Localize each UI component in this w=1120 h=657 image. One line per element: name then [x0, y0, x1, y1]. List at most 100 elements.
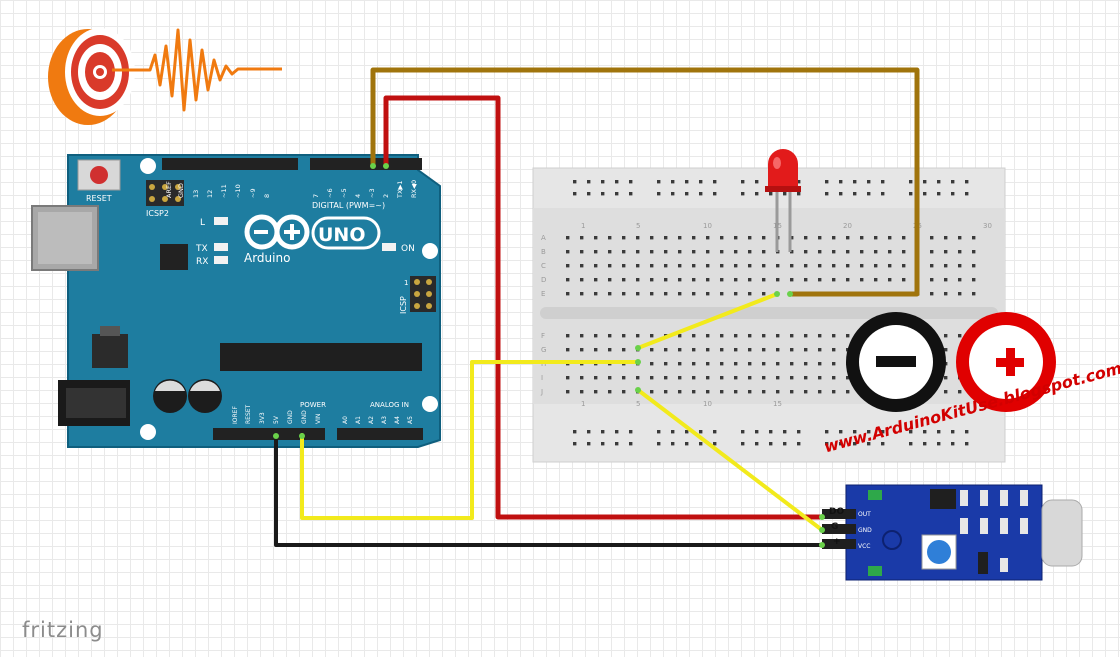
sensor-out-label: OUT	[858, 511, 871, 518]
breadboard-hole	[776, 334, 780, 338]
breadboard-hole	[888, 264, 892, 268]
breadboard-hole	[734, 292, 738, 296]
breadboard-hole	[846, 334, 850, 338]
sensor-gnd-label: GND	[858, 527, 872, 534]
breadboard-hole	[930, 278, 934, 282]
breadboard-hole	[706, 264, 710, 268]
breadboard-hole	[937, 180, 941, 184]
breadboard-hole	[972, 278, 976, 282]
breadboard-hole	[615, 430, 619, 434]
analog-pin-label: A3	[381, 416, 388, 424]
breadboard-hole	[706, 236, 710, 240]
bb-row-label: C	[541, 262, 546, 270]
breadboard-hole	[958, 292, 962, 296]
digital-pin-label: 12	[206, 190, 214, 198]
breadboard-hole	[720, 236, 724, 240]
breadboard	[532, 167, 1006, 463]
bb-row-label: J	[540, 388, 543, 396]
breadboard-hole	[958, 264, 962, 268]
breadboard-hole	[706, 334, 710, 338]
sensor-vcc-label: VCC	[858, 543, 870, 550]
breadboard-hole	[706, 362, 710, 366]
site-logo	[846, 312, 1056, 412]
breadboard-hole	[734, 348, 738, 352]
breadboard-hole	[580, 334, 584, 338]
breadboard-hole	[797, 192, 801, 196]
power-pin-label: RESET	[245, 404, 252, 424]
breadboard-hole	[860, 264, 864, 268]
sensor-pin-plus: +	[833, 537, 841, 547]
red-led	[765, 149, 801, 252]
breadboard-hole	[713, 192, 717, 196]
breadboard-hole	[622, 376, 626, 380]
breadboard-hole	[846, 236, 850, 240]
breadboard-hole	[818, 264, 822, 268]
breadboard-hole	[846, 250, 850, 254]
digital-pin-label: ~6	[326, 188, 334, 198]
breadboard-hole	[860, 250, 864, 254]
power-pin-label: GND	[301, 410, 308, 424]
power-pin-label: VIN	[315, 414, 322, 424]
breadboard-hole	[664, 264, 668, 268]
breadboard-hole	[566, 376, 570, 380]
breadboard-hole	[566, 236, 570, 240]
breadboard-hole	[762, 292, 766, 296]
breadboard-hole	[573, 430, 577, 434]
bb-row-label: A	[541, 234, 546, 242]
breadboard-hole	[804, 236, 808, 240]
bb-col-number: 15	[773, 400, 782, 408]
breadboard-hole	[706, 250, 710, 254]
breadboard-hole	[566, 390, 570, 394]
breadboard-hole	[839, 180, 843, 184]
breadboard-hole	[832, 390, 836, 394]
bb-col-number: 1	[581, 222, 585, 230]
icsp-label: ICSP	[399, 296, 408, 314]
digital-pin-label: 8	[263, 194, 271, 198]
sensor-pin-g: G	[831, 522, 838, 532]
led-l	[214, 217, 228, 225]
breadboard-hole	[678, 348, 682, 352]
bb-row-label: F	[541, 332, 545, 340]
led-tx-label: TX	[195, 244, 208, 254]
breadboard-hole	[573, 180, 577, 184]
digital-pin-label: AREF	[165, 181, 173, 198]
breadboard-hole	[846, 376, 850, 380]
breadboard-hole	[804, 390, 808, 394]
breadboard-hole	[818, 348, 822, 352]
breadboard-hole	[734, 236, 738, 240]
breadboard-hole	[615, 442, 619, 446]
breadboard-hole	[706, 376, 710, 380]
power-pin-label: IOREF	[232, 406, 239, 424]
breadboard-hole	[818, 278, 822, 282]
breadboard-hole	[594, 292, 598, 296]
uno-badge	[311, 216, 381, 250]
breadboard-hole	[762, 376, 766, 380]
breadboard-hole	[720, 250, 724, 254]
breadboard-hole	[580, 376, 584, 380]
breadboard-hole	[776, 390, 780, 394]
digital-header-label: DIGITAL (PWM=~)	[312, 201, 385, 210]
atmega-chip	[220, 343, 422, 371]
breadboard-hole	[608, 292, 612, 296]
analog-pin-label: A4	[394, 416, 401, 424]
breadboard-hole	[706, 390, 710, 394]
breadboard-hole	[790, 236, 794, 240]
breadboard-hole	[790, 334, 794, 338]
breadboard-hole	[664, 236, 668, 240]
breadboard-hole	[762, 250, 766, 254]
breadboard-hole	[930, 264, 934, 268]
breadboard-hole	[692, 348, 696, 352]
breadboard-hole	[692, 250, 696, 254]
breadboard-hole	[664, 250, 668, 254]
arduino-brand: Arduino	[244, 251, 290, 265]
reset-label: RESET	[86, 194, 112, 203]
breadboard-hole	[580, 264, 584, 268]
breadboard-hole	[958, 236, 962, 240]
breadboard-hole	[664, 376, 668, 380]
breadboard-hole	[685, 180, 689, 184]
breadboard-hole	[678, 278, 682, 282]
wire-yellow-led	[636, 292, 779, 350]
breadboard-hole	[650, 348, 654, 352]
breadboard-hole	[566, 292, 570, 296]
arduino-uno-board	[31, 154, 441, 448]
